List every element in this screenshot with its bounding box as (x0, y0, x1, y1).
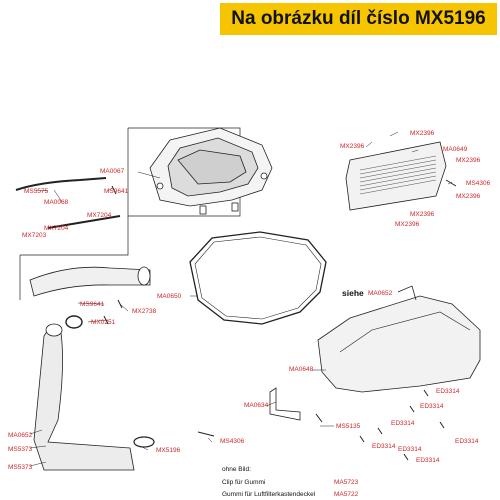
footnote-desc-2: Gummi für Luftfilterkastendeckel (222, 491, 316, 498)
airbox-gasket (189, 231, 327, 325)
callout-MX2396-1: MX2396 (410, 130, 435, 137)
callout-MS5575: MS5575 (24, 188, 49, 195)
callout-siehe: siehe (342, 288, 364, 298)
callout-MX7203: MX7203 (22, 232, 47, 239)
air-filter-element (345, 141, 447, 211)
callout-MA0652-right: MA0652 (368, 290, 393, 297)
footnote-heading: ohne Bild: (222, 466, 251, 473)
mounting-bracket (269, 387, 301, 421)
callout-MX0251: MX0251 (91, 319, 116, 326)
airbox-cover (149, 127, 273, 215)
callout-MS9641-bottom: MS9641 (80, 301, 105, 308)
callout-ED3314-6: ED3314 (416, 457, 440, 464)
callout-MA0634: MA0634 (244, 402, 269, 409)
callout-MA0652-left: MA0652 (8, 432, 33, 439)
group-box-left (20, 216, 129, 256)
callout-MA0067: MA0067 (100, 168, 125, 175)
callout-MA0650: MA0650 (157, 293, 182, 300)
callout-MX7204-lower: MX7204 (44, 225, 69, 232)
callout-ED3314-7: ED3314 (398, 446, 422, 453)
callout-MX2396-6: MX2396 (395, 221, 420, 228)
callout-MS5373-lower: MS5373 (8, 464, 33, 471)
callout-MA0649: MA0649 (443, 146, 468, 153)
snorkel-pipe (33, 325, 135, 471)
callout-ED3314-1: ED3314 (436, 388, 460, 395)
callout-MX2738: MX2738 (132, 308, 157, 315)
callout-MX2396-2: MX2396 (340, 143, 365, 150)
airbox-housing (317, 295, 481, 393)
callout-MS5135: MS5135 (336, 423, 361, 430)
callout-ED3314-3: ED3314 (391, 420, 415, 427)
footnote-code-2: MA5722 (334, 491, 359, 498)
breather-hose (15, 177, 107, 191)
footnote-code-1: MA5723 (334, 479, 359, 486)
callout-MX7204-upper: MX7204 (87, 212, 112, 219)
callout-MX2396-4: MX2396 (456, 193, 481, 200)
callout-MX2396-3: MX2396 (456, 157, 481, 164)
callout-MS4306-bottom: MS4306 (220, 438, 245, 445)
page-title-banner: Na obrázku díl číslo MX5196 (220, 3, 497, 35)
callout-MA0648: MA0648 (289, 366, 314, 373)
callout-MX2396-5: MX2396 (410, 211, 435, 218)
callout-MS5373-upper: MS5373 (8, 446, 33, 453)
callout-MX5196: MX5196 (156, 447, 181, 454)
callout-MS9641-top: MS9641 (104, 188, 129, 195)
callout-ED3314-2: ED3314 (420, 403, 444, 410)
callout-MS4306-right: MS4306 (466, 180, 491, 187)
footnote-desc-1: Clip für Gummi (222, 479, 266, 486)
leader-lines (29, 131, 453, 467)
callout-ED3314-5: ED3314 (372, 443, 396, 450)
callout-MA0068: MA0068 (44, 199, 69, 206)
intake-duct (29, 266, 151, 297)
callout-ED3314-4: ED3314 (455, 438, 479, 445)
group-box-top (127, 127, 241, 217)
hose-clamp (65, 315, 83, 329)
